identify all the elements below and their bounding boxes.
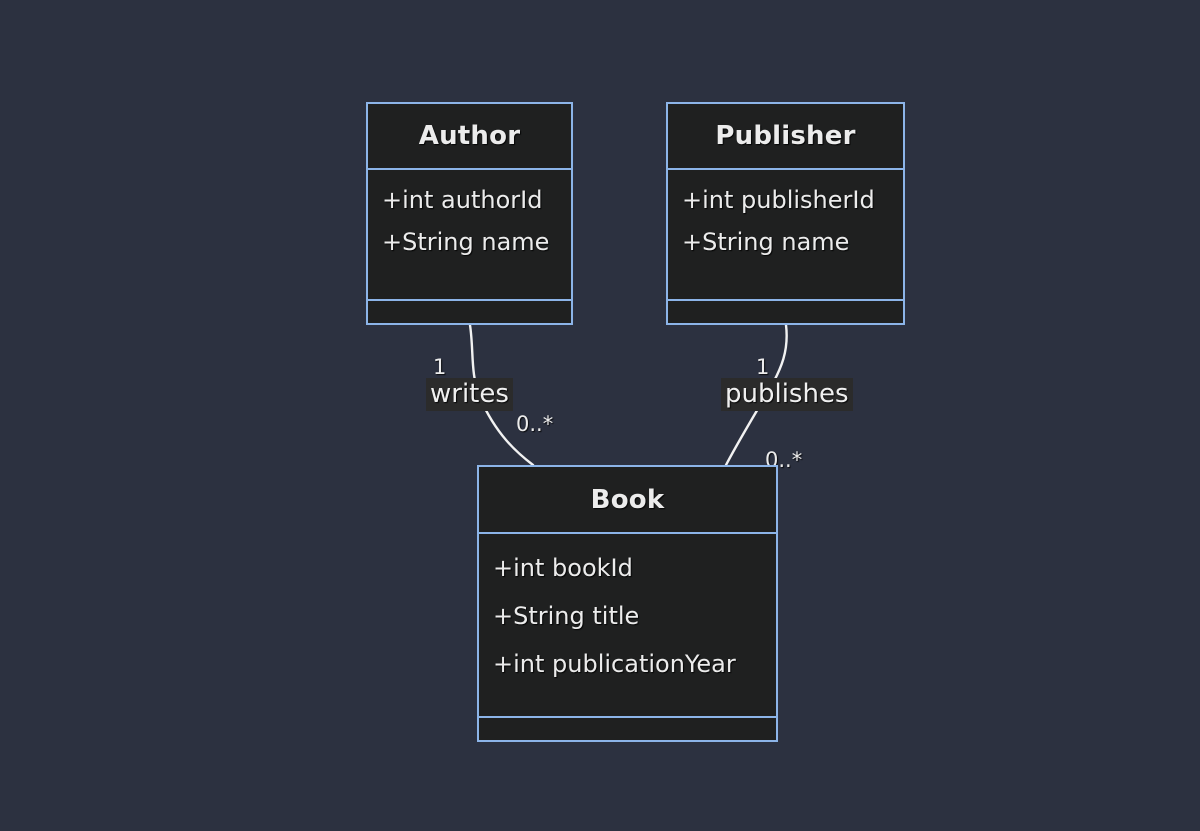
class-publisher-methods-compartment	[668, 301, 903, 323]
class-publisher-attributes-compartment: +int publisherId +String name	[668, 170, 903, 301]
multiplicity-writes-source: 1	[433, 355, 447, 379]
class-book-attribute-0: +int bookId	[493, 554, 633, 582]
class-book-methods-compartment	[479, 718, 776, 740]
class-author-attributes-compartment: +int authorId +String name	[368, 170, 571, 301]
class-publisher-name: Publisher	[715, 121, 856, 151]
uml-class-author[interactable]: Author +int authorId +String name	[366, 102, 573, 325]
class-author-name: Author	[418, 121, 521, 151]
class-author-attribute-1: +String name	[382, 227, 550, 256]
relationship-label-writes[interactable]: writes	[426, 378, 513, 412]
class-book-attributes-compartment: +int bookId +String title +int publicati…	[479, 534, 776, 718]
class-publisher-title-compartment: Publisher	[668, 104, 903, 170]
class-book-name: Book	[590, 484, 665, 515]
relationship-label-publishes[interactable]: publishes	[721, 378, 853, 412]
class-author-attribute-0: +int authorId	[382, 186, 543, 214]
multiplicity-publishes-source: 1	[756, 355, 770, 379]
uml-class-publisher[interactable]: Publisher +int publisherId +String name	[666, 102, 905, 325]
class-book-attribute-1: +String title	[493, 601, 640, 630]
class-publisher-attribute-0: +int publisherId	[682, 186, 875, 214]
class-book-attribute-2: +int publicationYear	[493, 649, 736, 678]
multiplicity-writes-target: 0..*	[516, 412, 554, 436]
class-book-title-compartment: Book	[479, 467, 776, 534]
uml-class-book[interactable]: Book +int bookId +String title +int publ…	[477, 465, 778, 742]
class-publisher-attribute-1: +String name	[682, 227, 850, 256]
class-author-methods-compartment	[368, 301, 571, 323]
class-author-title-compartment: Author	[368, 104, 571, 170]
